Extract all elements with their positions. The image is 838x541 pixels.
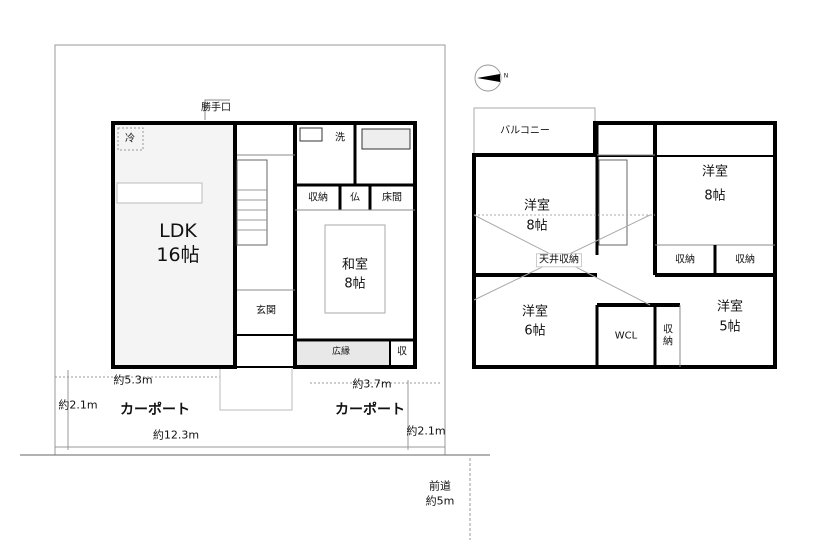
ceiling-storage-label: 天井収納 (536, 253, 582, 267)
room-sw-size: 6帖 (524, 323, 546, 339)
carport-right: カーポート (335, 401, 405, 418)
dim-depth-left: 約2.1m (58, 398, 98, 412)
storage-a-label: 収納 (675, 254, 695, 266)
room-ne-name: 洋室 (701, 164, 729, 180)
washitsu-size: 8帖 (344, 276, 366, 292)
site-boundary (20, 44, 490, 540)
floor1-walls (111, 99, 417, 369)
road-width: 約5m (425, 494, 455, 508)
washer-label: 洗 (335, 132, 345, 144)
storage-c-label: 収納 (663, 324, 673, 348)
room-ne-size: 8帖 (704, 188, 726, 204)
road-label: 前道 (429, 479, 451, 493)
ldk-size: 16帖 (156, 244, 200, 267)
dim-right-width: 約3.7m (352, 377, 392, 391)
room-se-size: 5帖 (719, 319, 741, 335)
wcl-label: WCL (614, 330, 638, 342)
balcony-label: バルコニー (500, 125, 550, 137)
washitsu-name: 和室 (341, 257, 369, 273)
floor2-walls (472, 64, 777, 369)
dim-depth-right: 約2.1m (406, 424, 446, 438)
tokonoma-label: 床間 (382, 192, 402, 204)
entrance-label: 玄関 (256, 305, 276, 317)
room-se-name: 洋室 (716, 299, 744, 315)
room-nw-name: 洋室 (523, 198, 551, 214)
dim-left-width: 約5.3m (113, 373, 153, 387)
storage-label: 収納 (308, 192, 328, 204)
fridge-label: 冷 (125, 133, 135, 145)
ldk-name: LDK (159, 220, 197, 243)
room-nw-size: 8帖 (526, 218, 548, 234)
dim-total: 約12.3m (152, 428, 200, 442)
compass-label: N (503, 72, 509, 80)
room-sw-name: 洋室 (521, 304, 549, 320)
small-storage-label: 収 (397, 346, 407, 358)
back-door-label[interactable]: 勝手口 (201, 102, 231, 114)
storage-b-label: 収納 (735, 254, 755, 266)
carport-left: カーポート (120, 401, 190, 418)
engawa-label: 広縁 (331, 346, 351, 357)
butsuma-label: 仏 (350, 192, 360, 204)
